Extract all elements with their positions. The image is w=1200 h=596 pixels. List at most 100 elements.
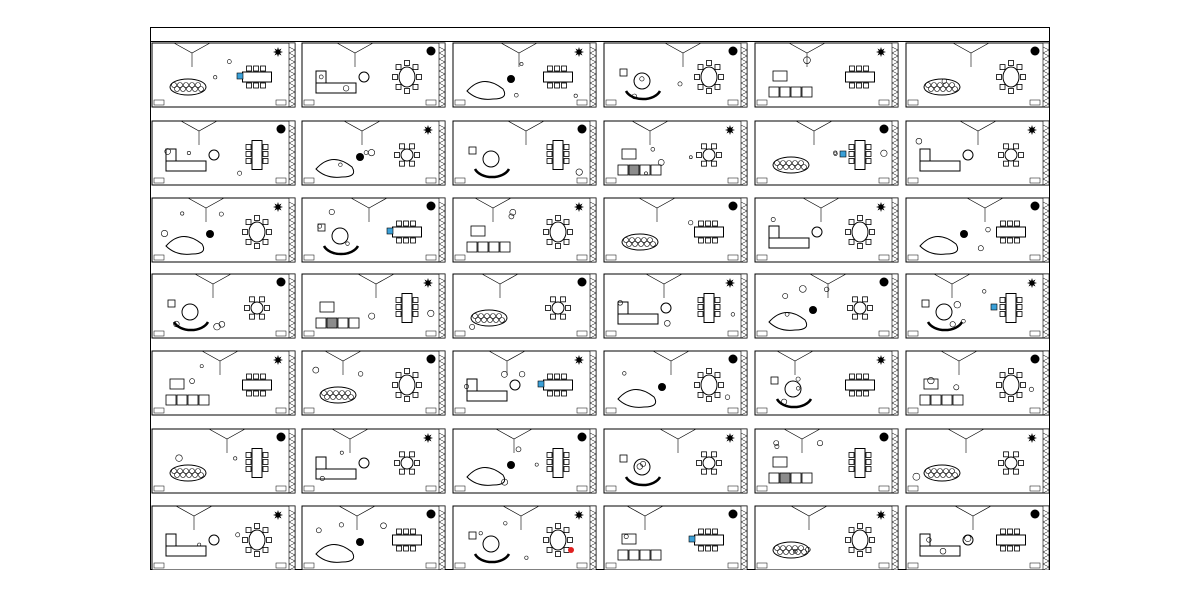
chair	[563, 459, 570, 465]
decor-item	[318, 74, 324, 80]
chair	[404, 396, 410, 402]
sofa-module	[466, 241, 478, 253]
chair	[849, 390, 855, 397]
chair	[1013, 160, 1019, 167]
lounge-sofa	[315, 159, 355, 178]
chair	[696, 152, 702, 158]
floor-plan-panel	[603, 273, 748, 339]
chair	[998, 460, 1004, 466]
chair	[848, 158, 855, 164]
badge-icon	[1030, 46, 1040, 56]
chair	[253, 82, 259, 89]
chair	[1016, 391, 1023, 398]
dimension-strip	[891, 197, 899, 263]
chair	[246, 82, 252, 89]
chair	[395, 297, 402, 303]
corner-tag	[727, 330, 739, 337]
floor-plan-panel	[452, 197, 597, 263]
panel-border	[301, 350, 446, 416]
chair	[259, 296, 265, 303]
sofa-module	[348, 317, 360, 329]
chair	[711, 143, 717, 150]
corner-tag	[275, 407, 287, 414]
dimension-strip	[1042, 120, 1050, 186]
table	[1002, 66, 1020, 88]
chair	[554, 373, 560, 380]
decor-item	[977, 245, 984, 252]
corner-tag	[756, 177, 768, 184]
panel-border	[151, 428, 296, 494]
corner-tag	[605, 177, 617, 184]
chair	[245, 158, 252, 164]
decor-item	[631, 93, 638, 100]
chair	[1016, 297, 1023, 303]
floor-plan-panel	[603, 42, 748, 108]
corner-tag	[907, 254, 919, 261]
sofa-module	[952, 394, 964, 406]
corner-tag	[425, 562, 437, 569]
decor-item	[639, 76, 645, 82]
chair	[563, 466, 570, 472]
sofa	[466, 390, 508, 402]
chair	[1007, 528, 1013, 535]
chair	[701, 160, 707, 167]
corner-tag	[878, 562, 890, 569]
chair	[863, 373, 869, 380]
chair	[546, 466, 553, 472]
floor-plan-panel	[905, 120, 1050, 186]
floor-plan-panel	[151, 42, 296, 108]
chair	[711, 468, 717, 475]
decor-item	[342, 85, 350, 92]
decor-item	[363, 150, 369, 155]
armchair	[470, 225, 486, 237]
star-icon	[574, 202, 584, 212]
chair	[395, 304, 402, 310]
chair	[561, 373, 567, 380]
chair	[1013, 468, 1019, 475]
sofa-module	[628, 164, 640, 176]
decor-item	[503, 521, 508, 526]
corner-tag	[605, 99, 617, 106]
corner-tag	[576, 407, 588, 414]
floor-plan-panel	[452, 350, 597, 416]
chair	[714, 372, 721, 379]
decor-item	[164, 148, 171, 155]
star-icon	[725, 278, 735, 288]
sofa-module	[779, 86, 791, 98]
chair	[249, 313, 255, 320]
corner-tag	[275, 99, 287, 106]
chair	[546, 452, 553, 458]
curved-sofa	[926, 321, 964, 332]
floor-plan-panel	[754, 273, 899, 339]
chair	[399, 143, 405, 150]
rug	[169, 464, 207, 482]
chair	[245, 459, 252, 465]
corner-tag	[727, 177, 739, 184]
chair	[705, 528, 711, 535]
corner-tag	[153, 485, 165, 492]
chair	[1008, 396, 1014, 402]
chair	[862, 296, 868, 303]
chair	[416, 74, 422, 80]
sofa-module	[639, 164, 651, 176]
corner-tag	[576, 562, 588, 569]
chair	[714, 83, 721, 90]
star-icon	[1027, 433, 1037, 443]
rug	[470, 309, 508, 327]
chair	[554, 82, 560, 89]
chair	[1016, 372, 1023, 379]
chair	[718, 382, 724, 388]
chair	[259, 313, 265, 320]
table	[552, 140, 564, 170]
star-icon	[574, 355, 584, 365]
sofa-module	[779, 472, 791, 484]
dimension-strip	[891, 42, 899, 108]
table	[1004, 456, 1018, 470]
sofa	[165, 545, 207, 557]
decor-item	[724, 394, 731, 400]
table	[549, 529, 567, 551]
star-icon	[725, 433, 735, 443]
decor-item	[315, 527, 322, 534]
table	[398, 66, 416, 88]
table	[694, 534, 724, 546]
